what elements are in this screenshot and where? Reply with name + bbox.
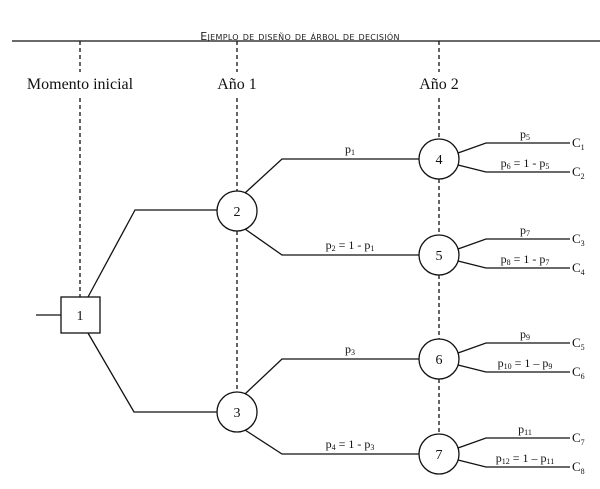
outcome-label: C3 (572, 231, 585, 248)
outcome-label: C5 (572, 335, 585, 352)
chance-node (216, 190, 258, 232)
outcome-probability-label: p10 = 1 – p9 (498, 356, 553, 371)
node-label: 2 (234, 205, 241, 220)
branch-1-2 (87, 209, 217, 298)
branch-3-7 (244, 429, 419, 455)
branch-3-6 (244, 358, 419, 395)
outcome-probability-label: p9 (520, 327, 530, 342)
decision-node (60, 296, 101, 334)
branch-2-5 (244, 228, 419, 256)
outcome-branch (457, 238, 570, 250)
timeline-label: Año 1 (217, 76, 257, 93)
branch-probability-label: p3 (345, 342, 355, 357)
outcome-probability-label: p8 = 1 - p7 (501, 252, 550, 267)
outcome-branch (457, 260, 570, 269)
outcome-probability-label: p6 = 1 - p5 (501, 156, 550, 171)
outcome-probability-label: p11 (518, 422, 532, 437)
node-label: 1 (77, 309, 84, 324)
outcome-branch (457, 459, 570, 468)
outcome-branch (457, 437, 570, 449)
outcome-label: C4 (572, 260, 585, 277)
node-label: 6 (436, 353, 443, 368)
branch-1-3 (87, 332, 217, 413)
timeline-label: Momento inicial (27, 76, 134, 93)
branch-probability-label: p2 = 1 - p1 (326, 238, 375, 253)
node-label: 4 (436, 153, 443, 168)
node-label: 5 (436, 249, 443, 264)
outcome-label: C7 (572, 430, 585, 447)
outcome-probability-label: p7 (520, 223, 530, 238)
branch-probability-label: p4 = 1 - p3 (326, 437, 375, 452)
timeline-label: Año 2 (419, 76, 459, 93)
outcome-label: C1 (572, 135, 585, 152)
outcome-branch (457, 364, 570, 373)
outcome-probability-label: p5 (520, 127, 530, 142)
outcome-label: C2 (572, 164, 585, 181)
branch-2-4 (244, 158, 419, 194)
outcome-branch (457, 164, 570, 173)
chance-node (418, 433, 460, 475)
branch-probability-label: p1 (345, 142, 355, 157)
diagram-title: Ejemplo de diseño de árbol de decisión (200, 30, 400, 43)
outcome-probability-label: p12 = 1 – p11 (496, 451, 554, 466)
chance-node (216, 391, 258, 433)
outcome-branch (457, 342, 570, 354)
chance-node (418, 234, 460, 276)
node-label: 3 (234, 406, 241, 421)
outcome-label: C8 (572, 459, 585, 476)
outcome-branch (457, 142, 570, 154)
node-label: 7 (436, 448, 443, 463)
chance-node (418, 338, 460, 380)
chance-node (418, 138, 460, 180)
outcome-label: C6 (572, 364, 585, 381)
